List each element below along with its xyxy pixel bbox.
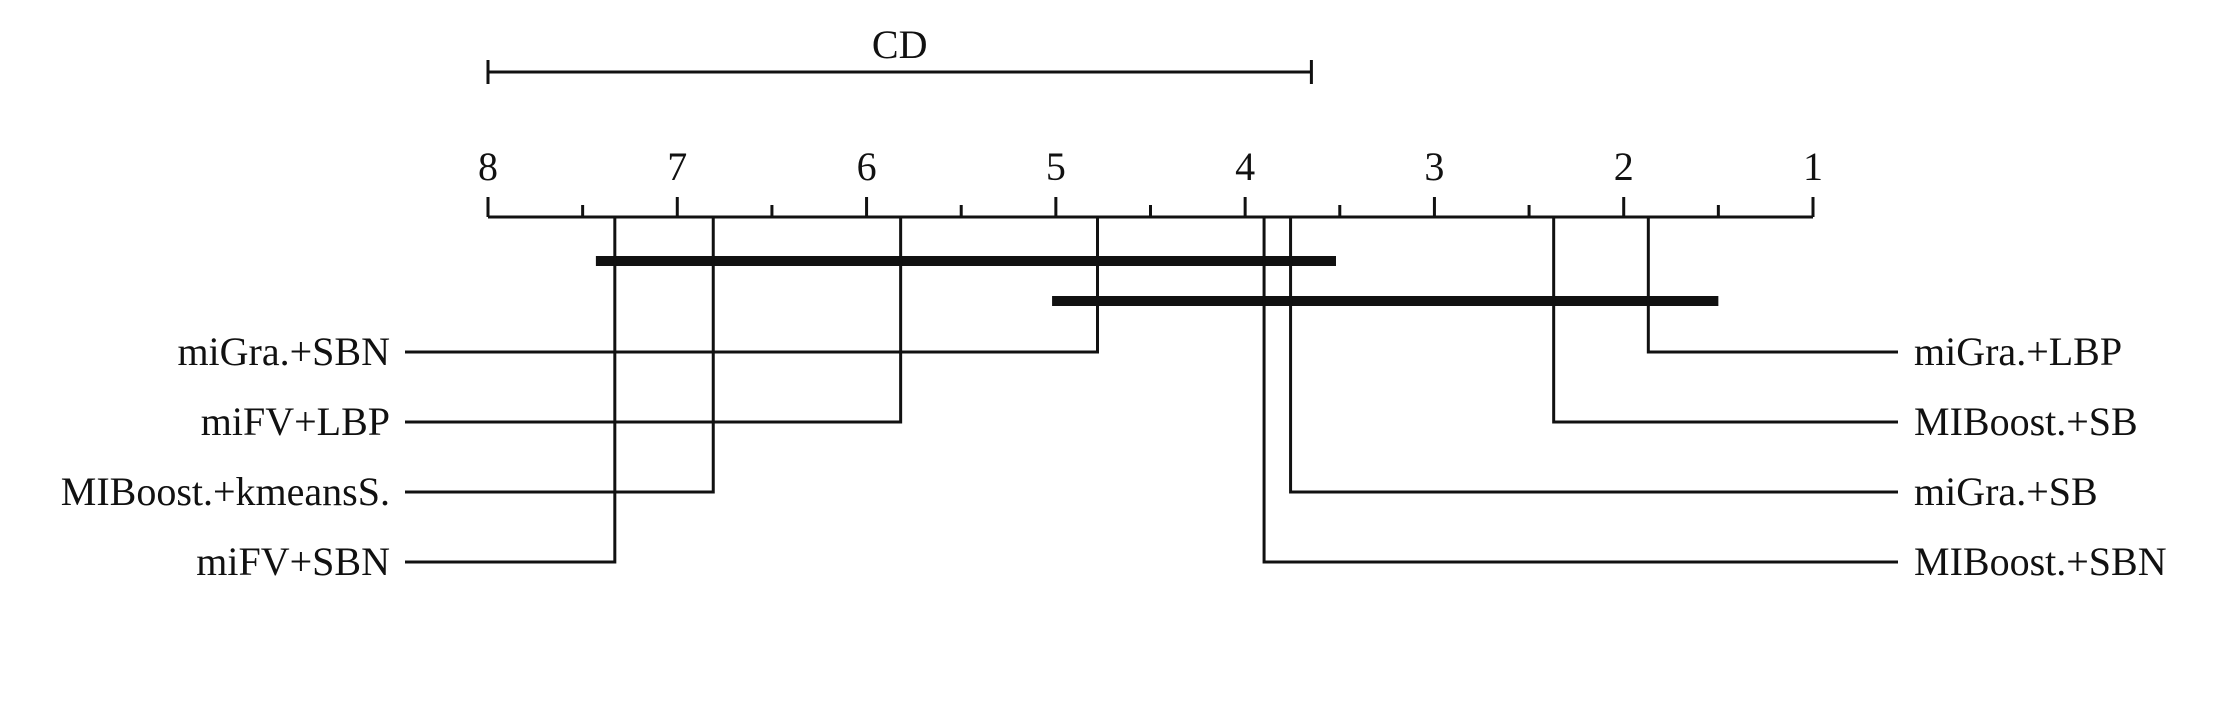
method-connector [405,217,617,564]
tick-label: 3 [1424,144,1444,189]
method-label: miFV+LBP [201,399,390,444]
clique-bars [595,256,1719,306]
method-connector [1646,217,1898,354]
rank-axis-ticks: 8 7 6 5 4 3 2 1 [478,144,1823,217]
cd-label: CD [872,22,928,67]
tick-label: 5 [1046,144,1066,189]
method-connectors: miGra.+SBN miFV+LBP MIBoost.+kmeansS. miFV+… [61,217,2167,584]
method-label: miFV+SBN [196,539,390,584]
method-connector [1289,217,1898,494]
method-label: miGra.+SBN [177,329,390,374]
method-connector [405,217,903,424]
method-connector [1552,217,1898,424]
tick-label: 8 [478,144,498,189]
tick-label: 6 [857,144,877,189]
method-connector [405,217,1099,354]
tick-label: 7 [667,144,687,189]
method-connector [1262,217,1898,564]
method-connector [405,217,715,494]
tick-label: 1 [1803,144,1823,189]
method-label: MIBoost.+kmeansS. [61,469,390,514]
method-label: MIBoost.+SB [1914,399,2138,444]
method-label: MIBoost.+SBN [1914,539,2167,584]
method-label: miGra.+LBP [1914,329,2122,374]
tick-label: 2 [1614,144,1634,189]
cd-bar: CD [486,22,1313,84]
method-label: miGra.+SB [1914,469,2098,514]
tick-label: 4 [1235,144,1255,189]
